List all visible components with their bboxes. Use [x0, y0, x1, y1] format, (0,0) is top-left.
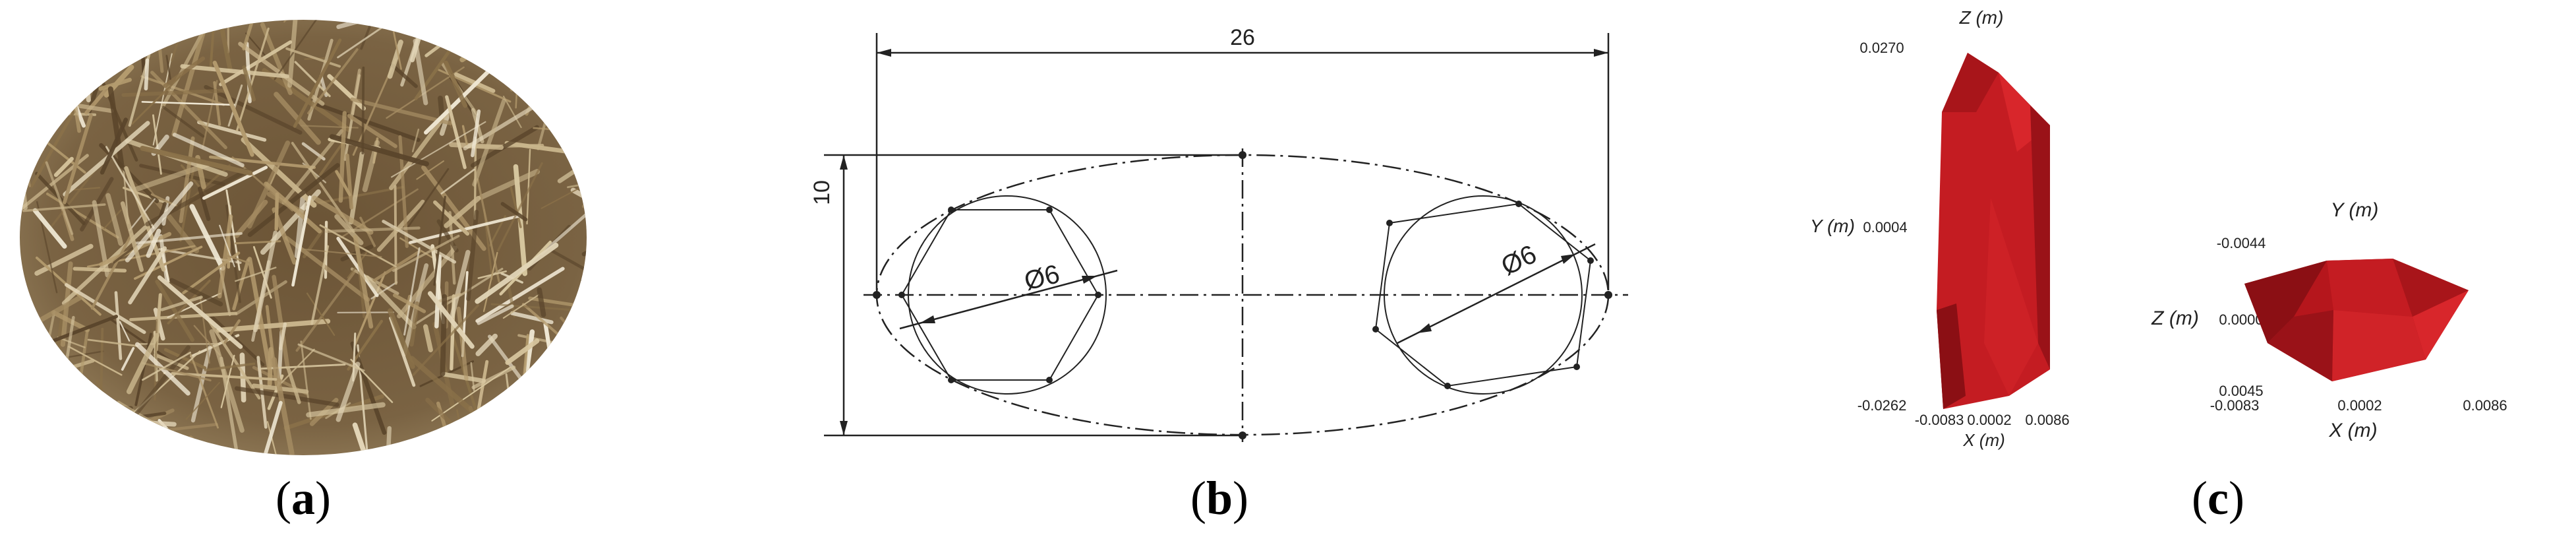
top-view-x-mid-tick: 0.0002	[2337, 397, 2382, 414]
panel-a: (a)	[0, 0, 633, 525]
top-view-y-axis-title: Y (m)	[2331, 199, 2379, 221]
left-circle	[908, 195, 1107, 395]
cross-section-drawing: 26 10 Ø6 Ø6	[809, 25, 1628, 442]
front-view-z-bottom-tick: -0.0262	[1858, 397, 1907, 414]
top-view-y-bottom-tick: 0.0045	[2219, 383, 2263, 399]
caption-c: (c)	[2192, 472, 2244, 525]
left-diameter-label: Ø6	[1022, 259, 1063, 296]
right-circle	[1384, 195, 1583, 395]
straw-photo	[20, 20, 587, 455]
top-view-z-axis-title: Z (m)	[2151, 307, 2199, 329]
height-label: 10	[809, 180, 834, 205]
front-view-y-mid-tick: 0.0004	[1863, 219, 1907, 236]
top-view-x-right-tick: 0.0086	[2463, 397, 2507, 414]
front-view-x-axis-title: X (m)	[1962, 430, 2005, 450]
front-view-z-top-tick: 0.0270	[1859, 40, 1904, 56]
length-label: 26	[1230, 25, 1255, 50]
front-view-x-mid-tick: 0.0002	[1967, 412, 2011, 428]
particle-front-view: Z (m) 0.0270 Y (m) 0.0004 -0.0262 -0.008…	[1810, 7, 2070, 450]
front-view-x-left-tick: -0.0083	[1915, 412, 1964, 428]
top-view-y-top-tick: -0.0044	[2217, 235, 2266, 251]
particle-top-shape	[2244, 259, 2469, 381]
particle-top-view: Y (m) -0.0044 Z (m) 0.0000 0.0045 -0.008…	[2151, 199, 2507, 441]
right-diameter-line	[1397, 243, 1596, 344]
left-diameter-line	[899, 269, 1118, 330]
particle-front-shape	[1937, 53, 2050, 409]
top-view-z-mid-tick: 0.0000	[2219, 311, 2263, 328]
panel-b: 26 10 Ø6 Ø6 (b)	[778, 0, 1701, 525]
top-view-x-left-tick: -0.0083	[2210, 397, 2260, 414]
front-view-x-right-tick: 0.0086	[2025, 412, 2069, 428]
panel-c: Z (m) 0.0270 Y (m) 0.0004 -0.0262 -0.008…	[1793, 0, 2576, 525]
caption-a: (a)	[276, 472, 331, 525]
front-view-z-axis-title: Z (m)	[1959, 7, 2004, 28]
top-view-x-axis-title: X (m)	[2328, 420, 2377, 441]
caption-b: (b)	[1190, 472, 1248, 525]
front-view-y-axis-title: Y (m)	[1810, 216, 1855, 236]
